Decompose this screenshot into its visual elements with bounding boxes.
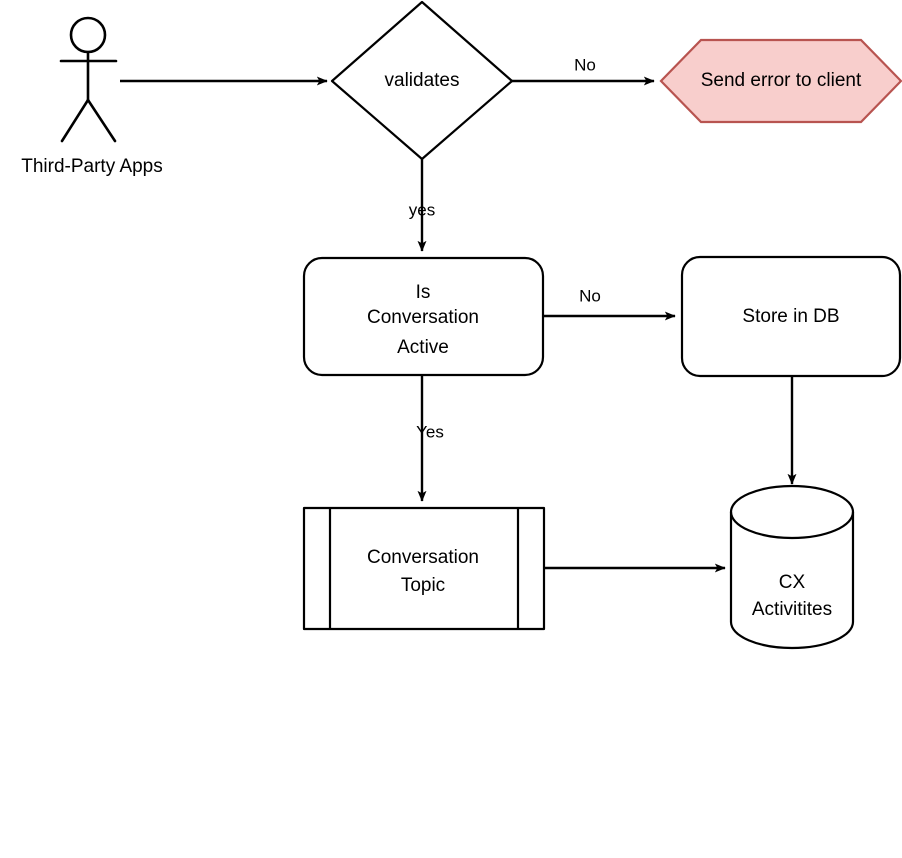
- edge-validates-to-send-error: No: [512, 55, 655, 86]
- is-conversation-active-label-line1: Is: [416, 282, 431, 303]
- edge-label-validates-no: No: [574, 55, 596, 74]
- node-conversation-topic[interactable]: Conversation Topic: [302, 506, 546, 631]
- actor-left-leg-icon: [60, 98, 90, 143]
- conversation-topic-label-line1: Conversation: [367, 547, 479, 568]
- edge-active-to-store-in-db: No: [543, 286, 676, 321]
- actor-label: Third-Party Apps: [21, 156, 163, 177]
- actor-third-party-apps: Third-Party Apps: [21, 16, 163, 177]
- store-in-db-label: Store in DB: [742, 306, 839, 327]
- edge-label-active-yes: Yes: [416, 422, 444, 441]
- is-conversation-active-label-line3: Active: [397, 337, 449, 358]
- edge-label-validates-yes: yes: [409, 200, 435, 219]
- cx-activities-label-line1: CX: [779, 572, 806, 593]
- cx-activities-cylinder-body[interactable]: [729, 484, 855, 650]
- node-is-conversation-active[interactable]: Is Conversation Active: [302, 256, 545, 377]
- validates-label: validates: [385, 70, 460, 91]
- node-store-in-db[interactable]: Store in DB: [680, 255, 902, 378]
- edge-validates-to-is-conversation-active: yes: [409, 159, 435, 252]
- conversation-topic-shape[interactable]: [302, 506, 546, 631]
- send-error-label: Send error to client: [701, 70, 862, 91]
- send-error-hexagon-shape[interactable]: [659, 38, 902, 124]
- actor-head-icon: [69, 16, 107, 54]
- cx-activities-cylinder-top-ellipse: [729, 511, 855, 540]
- is-conversation-active-label-line2: Conversation: [367, 307, 479, 328]
- actor-right-leg-icon: [86, 98, 117, 143]
- node-send-error-to-client[interactable]: Send error to client: [659, 38, 902, 124]
- edge-active-to-conversation-topic: Yes: [416, 375, 444, 502]
- node-validates[interactable]: validates: [330, 0, 514, 161]
- conversation-topic-label-line2: Topic: [401, 575, 445, 596]
- edge-label-active-no: No: [579, 286, 601, 305]
- node-cx-activities[interactable]: CX Activitites: [729, 484, 855, 650]
- cx-activities-label-line2: Activitites: [752, 599, 832, 620]
